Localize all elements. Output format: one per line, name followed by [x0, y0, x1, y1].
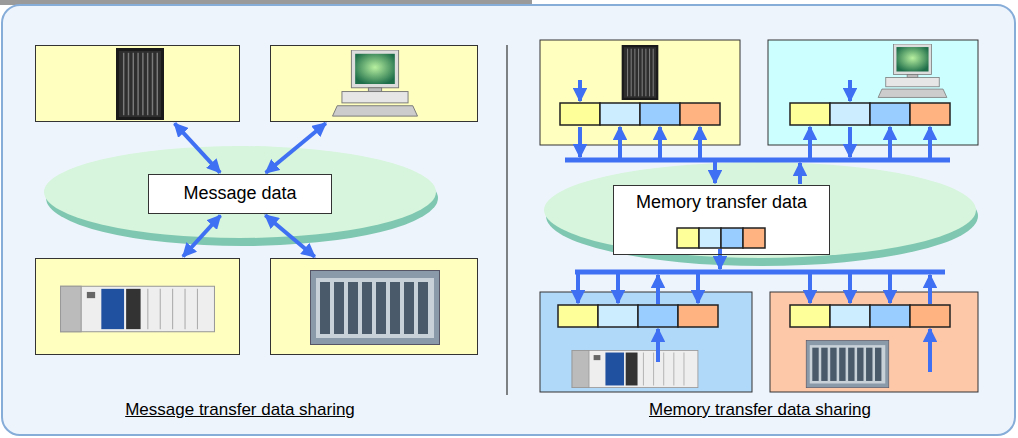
data-arrow: [183, 215, 220, 256]
computer-box: [35, 45, 240, 122]
data-box: Memory transfer data: [613, 185, 830, 255]
box-title: Message data: [183, 183, 296, 205]
computer-box: [270, 45, 478, 122]
data-arrow: [265, 215, 314, 256]
data-arrow: [266, 123, 326, 172]
section-caption: Memory transfer data sharing: [649, 400, 871, 420]
controller-box: [35, 258, 240, 355]
controller-box: [270, 258, 478, 355]
data-arrow: [175, 123, 221, 172]
box-title: Memory transfer data: [636, 192, 807, 214]
section-caption: Message transfer data sharing: [125, 400, 355, 420]
data-box: Message data: [148, 174, 332, 214]
